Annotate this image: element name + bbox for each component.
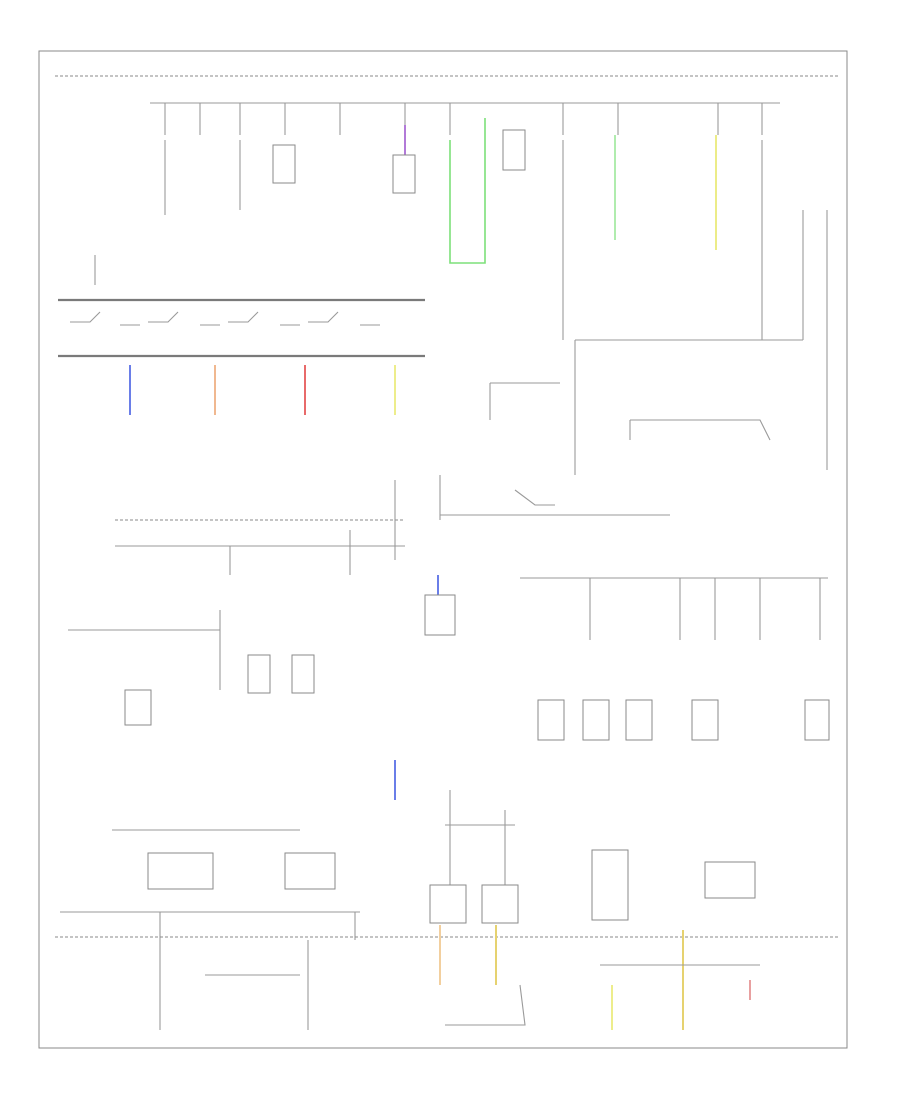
right-components (537, 699, 830, 741)
bus-switches (70, 311, 380, 326)
diagram-border (38, 50, 848, 1049)
lower-section (60, 790, 756, 1030)
right-drops (589, 578, 821, 640)
mid-left-wiring (115, 480, 405, 575)
left-components (68, 610, 315, 726)
lower-components (205, 964, 760, 1026)
wire-green (449, 118, 486, 264)
top-components (164, 129, 804, 340)
central-relay-box (424, 594, 456, 636)
mid-right-wiring (439, 210, 828, 520)
top-fuse-drops (164, 103, 763, 135)
